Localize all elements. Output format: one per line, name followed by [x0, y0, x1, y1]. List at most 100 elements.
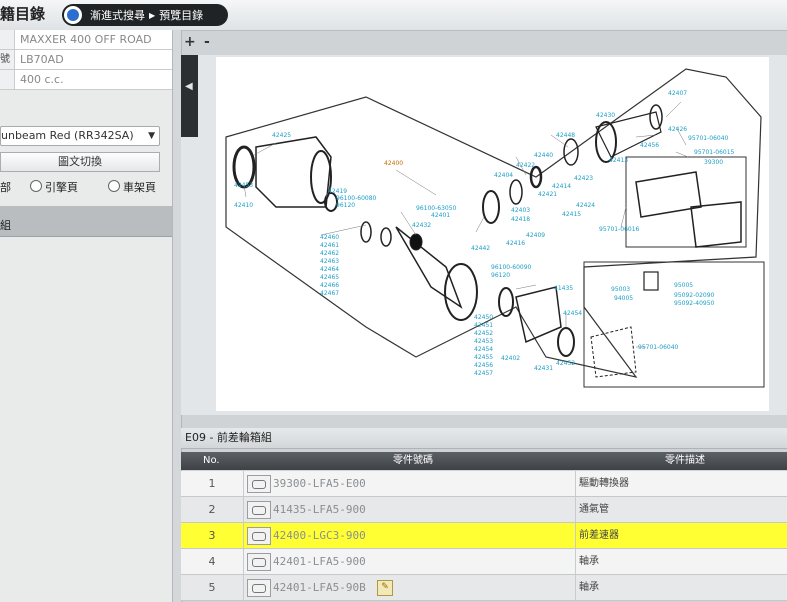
label-42409[interactable]: 42409 [526, 232, 545, 239]
part-thumbnail-icon[interactable] [247, 553, 271, 571]
col-description[interactable]: 零件描述 [665, 455, 705, 466]
col-no[interactable]: No. [203, 455, 220, 466]
label-42401[interactable]: 42401 [431, 212, 450, 219]
label-95092-02090[interactable]: 95092-02090 [674, 292, 715, 299]
label-95005[interactable]: 95005 [674, 282, 693, 289]
label-39300[interactable]: 39300 [704, 159, 723, 166]
label-42418[interactable]: 42418 [511, 216, 530, 223]
label-42454-b[interactable]: 42454 [563, 310, 582, 317]
label-42460[interactable]: 42460 [320, 234, 339, 241]
label-42453[interactable]: 42453 [234, 182, 253, 189]
label-42448[interactable]: 42448 [556, 132, 575, 139]
label-42413[interactable]: 42413 [609, 157, 628, 164]
label-42431[interactable]: 42431 [534, 365, 553, 372]
label-42422[interactable]: 42422 [516, 162, 535, 169]
label-42425[interactable]: 42425 [272, 132, 291, 139]
label-42404[interactable]: 42404 [494, 172, 513, 179]
color-select[interactable]: unbeam Red (RR342SA) ▼ [0, 126, 160, 146]
label-42403[interactable]: 42403 [511, 207, 530, 214]
label-42461[interactable]: 42461 [320, 242, 339, 249]
radio-first-label[interactable]: 部 [0, 181, 11, 194]
note-pencil-icon[interactable]: ✎ [377, 580, 393, 596]
label-42452[interactable]: 42452 [474, 330, 493, 337]
label-42450[interactable]: 42450 [474, 314, 493, 321]
label-42442[interactable]: 42442 [471, 245, 490, 252]
label-42402[interactable]: 42402 [501, 355, 520, 362]
radio-body[interactable]: 車架頁 [108, 180, 156, 196]
color-select-value: unbeam Red (RR342SA) [1, 129, 134, 142]
label-42424[interactable]: 42424 [576, 202, 595, 209]
col-part-number[interactable]: 零件號碼 [393, 455, 433, 466]
exploded-parts-diagram[interactable]: 42425 42453 42410 42419 96100-60080 9612… [216, 57, 769, 411]
label-42456-b[interactable]: 42456 [474, 362, 493, 369]
breadcrumb-item-preview[interactable]: 預覽目錄 [159, 9, 204, 22]
radio-engine[interactable]: 引擎頁 [30, 180, 78, 196]
label-42432[interactable]: 42432 [412, 222, 431, 229]
label-42463[interactable]: 42463 [320, 258, 339, 265]
label-42410[interactable]: 42410 [234, 202, 253, 209]
label-42440[interactable]: 42440 [534, 152, 553, 159]
label-42451[interactable]: 42451 [474, 322, 493, 329]
label-42464[interactable]: 42464 [320, 266, 339, 273]
table-row[interactable]: 1 39300-LFA5-E00 驅動轉換器 [181, 471, 787, 497]
column-divider [243, 497, 244, 522]
breadcrumb-item-search[interactable]: 漸進式搜尋 [90, 9, 145, 22]
radio-engine-circle[interactable] [30, 180, 42, 192]
parts-list-title: E09 - 前差輪箱組 [181, 428, 787, 449]
table-row[interactable]: 4 42401-LFA5-900 軸承 [181, 549, 787, 575]
row-description: 軸承 [579, 582, 599, 593]
label-42457[interactable]: 42457 [474, 370, 493, 377]
radio-body-circle[interactable] [108, 180, 120, 192]
label-95701-06040[interactable]: 95701-06040 [688, 135, 729, 142]
zoom-in-icon[interactable]: + [184, 34, 196, 50]
table-row-selected[interactable]: 3 42400-LGC3-900 前差速器 [181, 523, 787, 549]
table-row[interactable]: 2 41435-LFA5-900 通氣管 [181, 497, 787, 523]
label-41435[interactable]: 41435 [554, 285, 573, 292]
label-main-assembly[interactable]: 42400 [384, 160, 403, 167]
label-42419[interactable]: 42419 [328, 188, 347, 195]
label-42462[interactable]: 42462 [320, 250, 339, 257]
label-42426[interactable]: 42426 [668, 126, 687, 133]
label-96100-60080[interactable]: 96100-60080 [336, 195, 377, 202]
zoom-out-icon[interactable]: - [204, 34, 210, 50]
switch-view-button[interactable]: 圖文切換 [0, 152, 160, 172]
label-42454[interactable]: 42454 [474, 346, 493, 353]
part-thumbnail-icon[interactable] [247, 501, 271, 519]
label-42416[interactable]: 42416 [506, 240, 525, 247]
label-95092-40950[interactable]: 95092-40950 [674, 300, 715, 307]
collapse-handle[interactable]: ◀ [181, 55, 198, 137]
row-description: 前差速器 [579, 530, 619, 541]
label-94005[interactable]: 94005 [614, 295, 633, 302]
label-42466[interactable]: 42466 [320, 282, 339, 289]
label-42430[interactable]: 42430 [596, 112, 615, 119]
label-96100-63050[interactable]: 96100-63050 [416, 205, 457, 212]
label-42407[interactable]: 42407 [668, 90, 687, 97]
label-96120[interactable]: 96120 [336, 202, 355, 209]
vehicle-code-label: 號 [0, 50, 15, 69]
breadcrumb[interactable]: 漸進式搜尋 ▶ 預覽目錄 [62, 4, 228, 26]
label-96120-b[interactable]: 96120 [491, 272, 510, 279]
part-thumbnail-icon[interactable] [247, 475, 271, 493]
parts-table-header: No. 零件號碼 零件描述 [181, 452, 787, 470]
label-42415[interactable]: 42415 [562, 211, 581, 218]
label-42455[interactable]: 42455 [474, 354, 493, 361]
label-96100-60090[interactable]: 96100-60090 [491, 264, 532, 271]
group-header[interactable]: 組 [0, 206, 172, 237]
label-42456-a[interactable]: 42456 [640, 142, 659, 149]
vehicle-displacement-value: 400 c.c. [20, 73, 64, 86]
table-row[interactable]: 5 42401-LFA5-90B ✎ 軸承 [181, 575, 787, 601]
label-42452-b[interactable]: 42452 [556, 360, 575, 367]
label-42414[interactable]: 42414 [552, 183, 571, 190]
label-42421[interactable]: 42421 [538, 191, 557, 198]
label-42423[interactable]: 42423 [574, 175, 593, 182]
part-thumbnail-icon[interactable] [247, 579, 271, 597]
label-42467[interactable]: 42467 [320, 290, 339, 297]
label-42453-b[interactable]: 42453 [474, 338, 493, 345]
label-95701-06040-b[interactable]: 95701-06040 [638, 344, 679, 351]
label-95701-06016[interactable]: 95701-06016 [599, 226, 640, 233]
label-95003[interactable]: 95003 [611, 286, 630, 293]
part-thumbnail-icon[interactable] [247, 527, 271, 545]
label-95701-06015[interactable]: 95701-06015 [694, 149, 735, 156]
label-42465[interactable]: 42465 [320, 274, 339, 281]
collapse-arrow-icon: ◀ [185, 81, 193, 92]
